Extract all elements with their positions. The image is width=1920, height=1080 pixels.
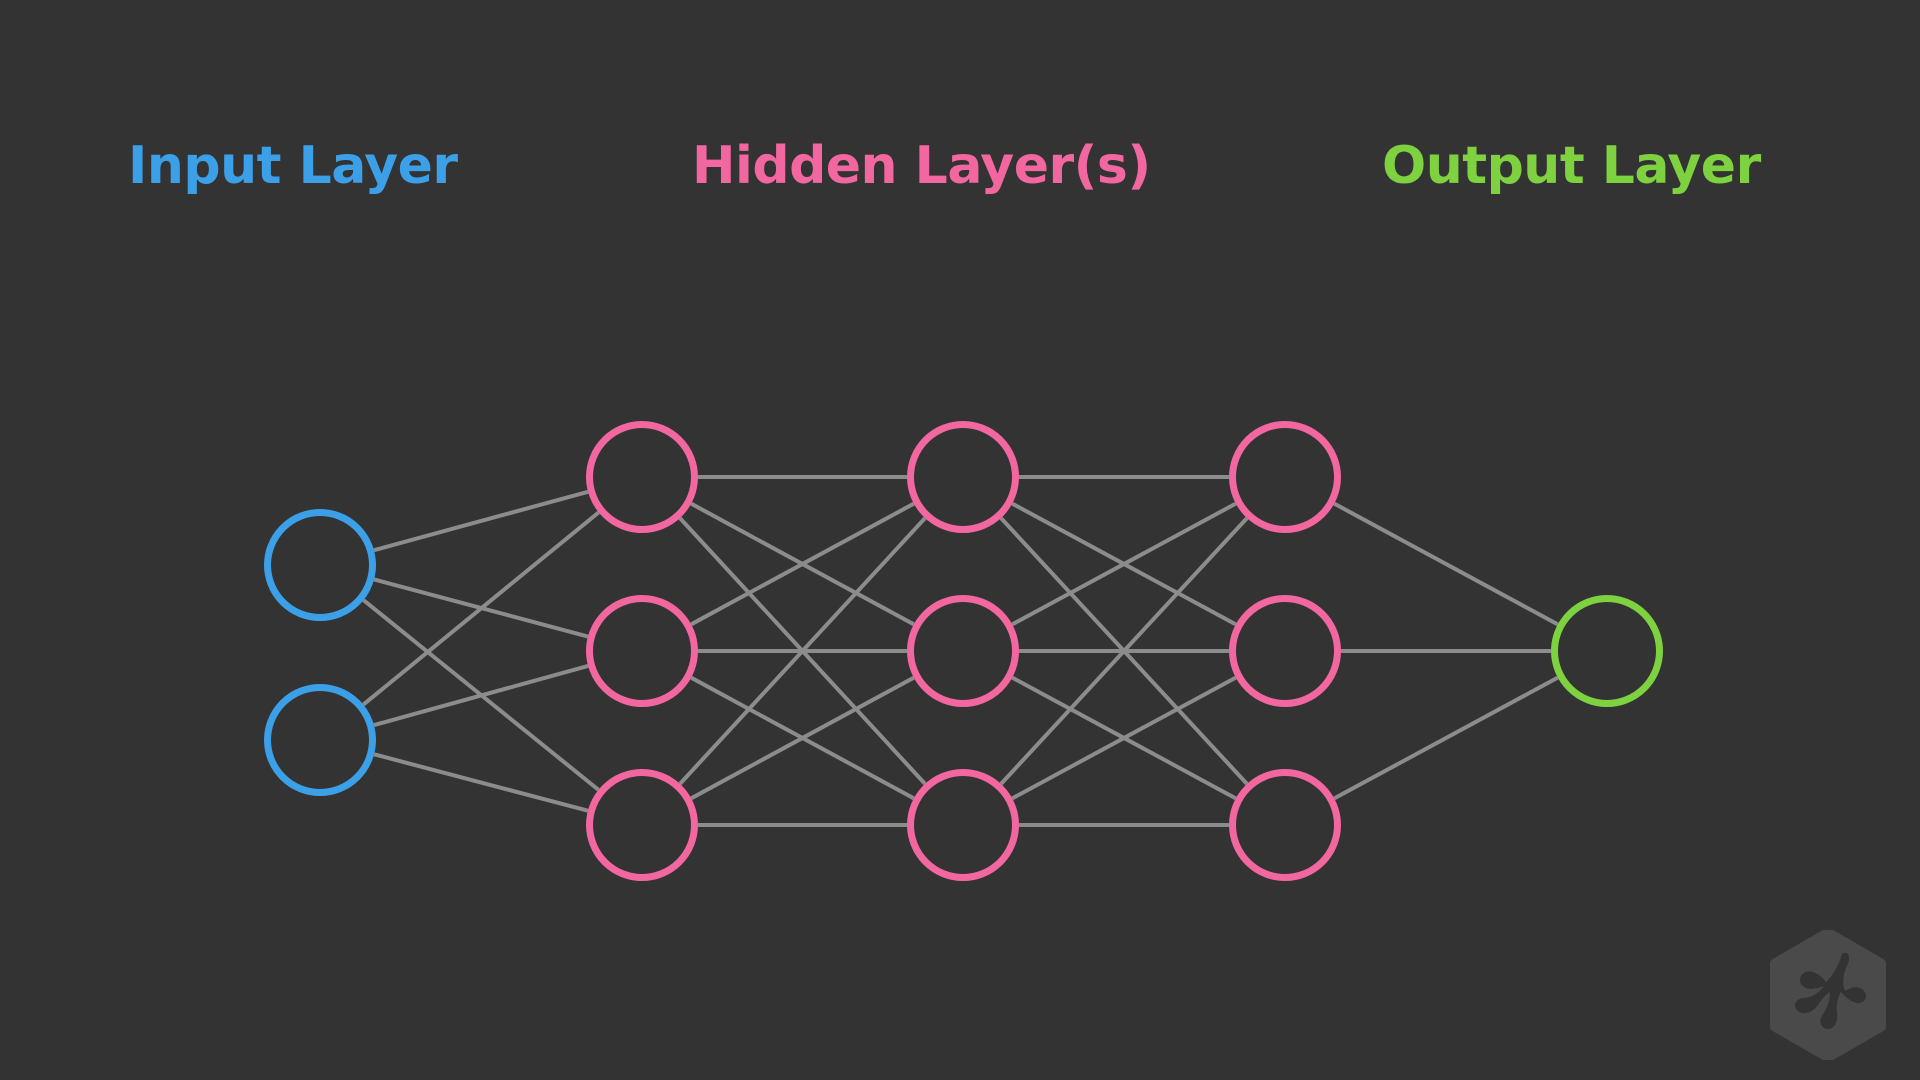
network-edge <box>1333 675 1559 801</box>
network-edge <box>373 489 589 553</box>
treehouse-hexagon-icon <box>1770 928 1886 1062</box>
node-hidden2-2 <box>907 595 1019 707</box>
network-edge <box>678 516 927 786</box>
node-output-1 <box>1551 595 1663 707</box>
edges-group <box>362 475 1559 827</box>
treehouse-watermark-logo <box>1768 928 1888 1062</box>
network-edge <box>373 663 589 728</box>
node-hidden3-2 <box>1229 595 1341 707</box>
input-layer-title: Input Layer <box>128 136 458 196</box>
node-input-2 <box>264 684 376 796</box>
network-edge <box>690 501 915 627</box>
network-edge <box>1333 501 1559 627</box>
node-hidden1-2 <box>586 595 698 707</box>
network-edge <box>373 752 589 813</box>
output-layer-title: Output Layer <box>1382 136 1761 196</box>
node-hidden1-1 <box>586 421 698 533</box>
network-edge <box>999 516 1249 786</box>
network-edge <box>690 675 915 801</box>
node-hidden3-3 <box>1229 769 1341 881</box>
node-hidden1-3 <box>586 769 698 881</box>
network-edge <box>1011 501 1237 627</box>
nodes-group <box>264 421 1663 881</box>
hidden-layer-title: Hidden Layer(s) <box>692 136 1151 196</box>
node-input-1 <box>264 509 376 621</box>
node-hidden2-3 <box>907 769 1019 881</box>
node-hidden3-1 <box>1229 421 1341 533</box>
node-hidden2-1 <box>907 421 1019 533</box>
network-edge <box>1011 675 1237 801</box>
network-edge <box>362 510 600 707</box>
